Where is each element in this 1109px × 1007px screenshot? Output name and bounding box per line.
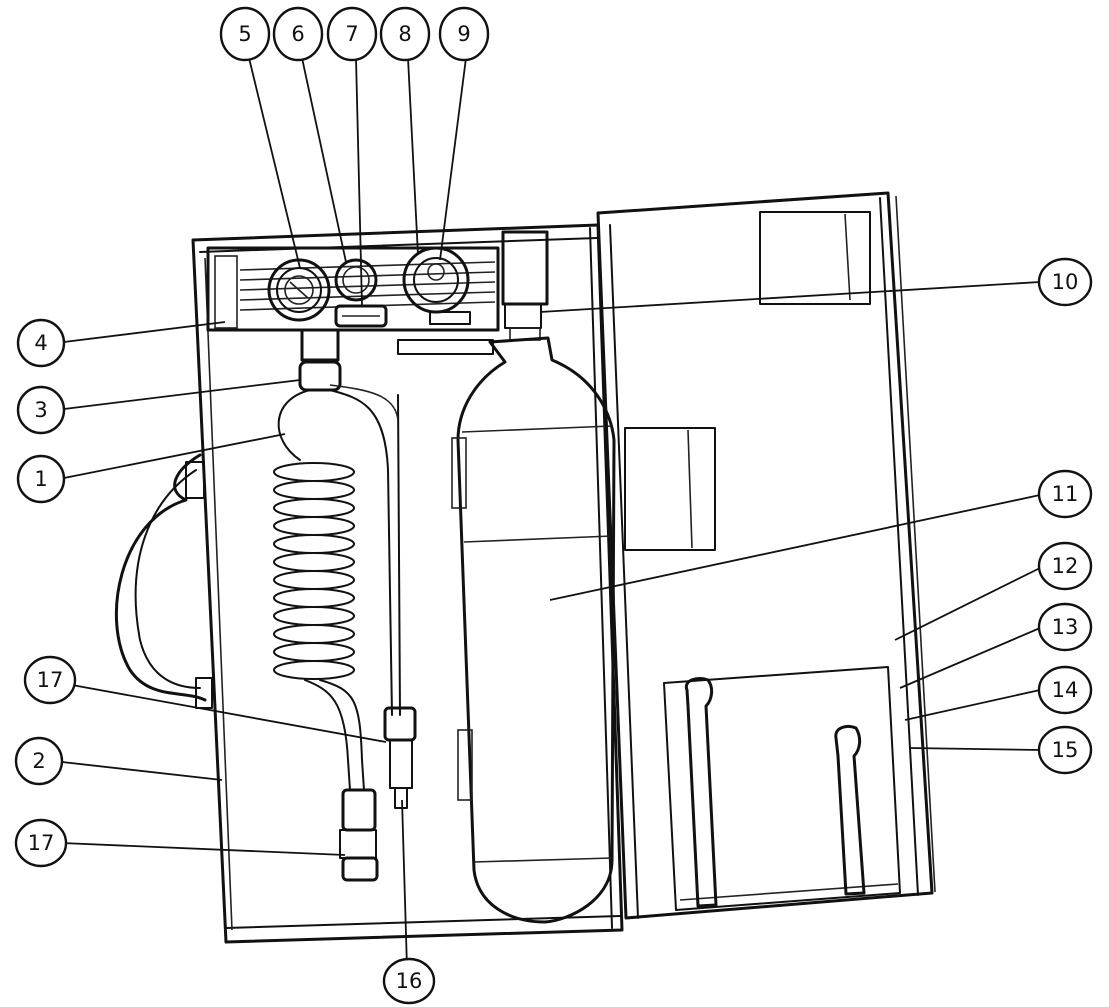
callout-label: 3 [34,398,47,422]
coil-loop [273,552,355,572]
callout-label: 4 [34,331,47,355]
callout-17-upper: 17 [23,655,77,705]
callout-label: 2 [32,749,45,773]
callout-8: 8 [379,6,431,62]
callout-label: 17 [28,831,55,855]
coil-loop [273,570,355,590]
callout-label: 13 [1052,615,1079,639]
callout-label: 17 [37,668,64,692]
callout-label: 11 [1052,482,1079,506]
regulator-knob [402,246,471,325]
callout-label: 15 [1052,738,1079,762]
callout-17-lower: 17 [14,818,68,868]
coil-loop [273,516,355,536]
coiled-hose [277,384,401,716]
lid-straps [684,676,866,908]
callout-11: 11 [1037,469,1093,519]
callout-5: 5 [219,6,271,62]
small-gauge [334,258,378,302]
callout-7: 7 [326,6,378,62]
hose-coil [273,462,355,680]
callout-label: 8 [398,22,411,46]
coil-loop [273,642,355,662]
coil-loop [273,498,355,518]
callout-label: 5 [238,22,251,46]
hose-connector [298,328,342,392]
callout-6: 6 [272,6,324,62]
callout-15: 15 [1037,725,1093,775]
callout-label: 10 [1052,270,1079,294]
coil-loop [273,462,355,482]
callout-12: 12 [1037,541,1093,591]
callout-label: 1 [34,467,47,491]
pressure-gauge [267,258,331,322]
leader-lines [61,57,1041,969]
callout-label: 7 [345,22,358,46]
callout-16: 16 [382,957,436,1005]
callout-3: 3 [16,385,66,435]
coil-loop [273,534,355,554]
callout-9: 9 [438,6,490,62]
callout-4: 4 [16,318,66,368]
case-body [191,223,624,944]
callout-label: 6 [291,22,304,46]
callout-14: 14 [1037,665,1093,715]
hose-lower [304,679,365,791]
gas-cylinder [451,336,616,924]
coil-loop [273,624,355,644]
callout-label: 12 [1052,554,1079,578]
case-lid [596,191,936,920]
quick-coupler-upper [383,706,417,809]
coil-loop [273,588,355,608]
callout-13: 13 [1037,602,1093,652]
cylinder-valve [501,230,549,341]
lid-pocket [663,666,901,911]
coil-loop [273,660,355,680]
quick-coupler-lower [339,788,379,882]
coil-loop [273,480,355,500]
callout-label: 9 [457,22,470,46]
callout-10: 10 [1037,257,1093,307]
callout-1: 1 [16,454,66,504]
coil-loop [273,606,355,626]
callout-label: 14 [1052,678,1079,702]
callout-2: 2 [14,736,64,786]
carry-handle [114,453,213,709]
valve-switch [334,304,388,328]
callout-label: 16 [396,969,423,993]
